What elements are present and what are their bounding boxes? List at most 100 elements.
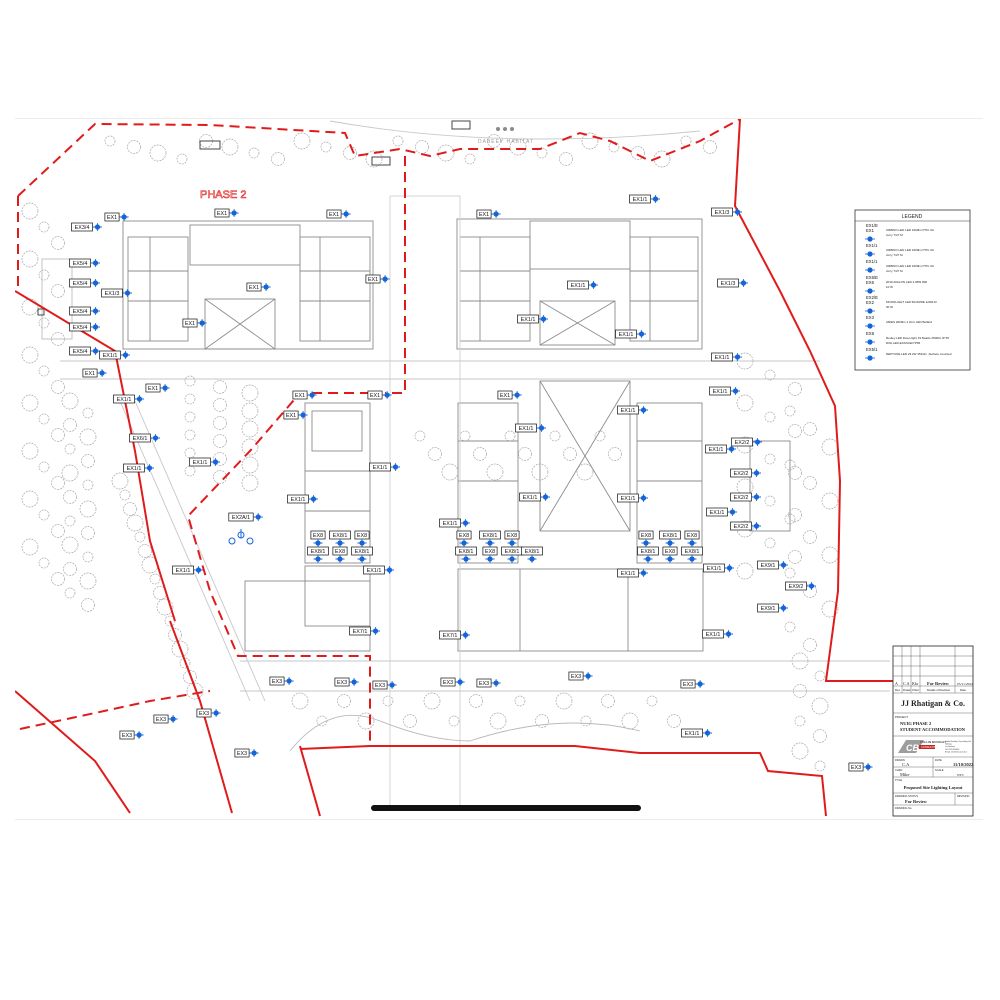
fixture-tag[interactable]: EX1/1 — [369, 462, 401, 472]
fixture-tag[interactable]: EX8 — [638, 530, 654, 547]
fixture-tag[interactable]: EX3 — [476, 678, 501, 688]
fixture-tag[interactable]: EX3 — [119, 730, 144, 740]
fixture-tag[interactable]: EX1/3 — [101, 288, 133, 298]
fixture-tag[interactable]: EX8/1 — [501, 546, 523, 563]
fixture-tag[interactable]: EX1 — [476, 209, 501, 219]
fixture-tag[interactable]: EX1/1 — [363, 565, 395, 575]
fixture-tag[interactable]: EX8/1 — [455, 546, 477, 563]
fixture-tag[interactable]: EX8/1 — [351, 546, 373, 563]
fixture-tag[interactable]: EX8 — [456, 530, 472, 547]
fixture-tag[interactable]: EX8 — [310, 530, 326, 547]
fixture-tag[interactable]: EX9/2 — [785, 581, 817, 591]
fixture-tag[interactable]: EX7/1 — [439, 630, 471, 640]
site-lighting-plan[interactable]: PHASE 2 DABEEY HABITAT EX1EX1EX1EX1EX1/1… — [14, 118, 983, 819]
fixture-tag[interactable]: EX8/1 — [329, 530, 351, 547]
fixture-tag[interactable]: EX1/1 — [517, 314, 549, 324]
fixture-tag[interactable]: EX6/1 — [129, 433, 161, 443]
fixture-tag[interactable]: EX1 — [214, 208, 239, 218]
fixture-tag[interactable]: EX8 — [662, 546, 678, 563]
fixture-tag[interactable]: EX1/1 — [99, 350, 131, 360]
fixture-tag[interactable]: EX1 — [326, 209, 351, 219]
fixture-tag[interactable]: EX3 — [680, 679, 705, 689]
fixture-tag[interactable]: EX5/4 — [69, 258, 101, 268]
fixture-tag[interactable]: EX1/1 — [703, 563, 735, 573]
fixture-tag[interactable]: EX1/1 — [702, 629, 734, 639]
light-fitting-icon — [724, 630, 733, 638]
fixture-tag[interactable]: EX9/1 — [757, 603, 789, 613]
fixture-tag[interactable]: EX8/1 — [681, 546, 703, 563]
fixture-tag[interactable]: EX7/1 — [349, 626, 381, 636]
horizontal-scrollbar[interactable] — [371, 805, 641, 811]
fixture-tag[interactable]: EX1 — [104, 212, 129, 222]
fixture-tag[interactable]: EX1/1 — [567, 280, 599, 290]
fixture-tag[interactable]: EX1/1 — [515, 423, 547, 433]
fixture-tag[interactable]: EX1/1 — [617, 568, 649, 578]
light-fitting-icon — [313, 555, 323, 563]
fixture-tag[interactable]: EX2/2 — [731, 437, 763, 447]
tree-icon — [213, 434, 227, 448]
fixture-tag[interactable]: EX8 — [504, 530, 520, 547]
fixture-tag[interactable]: EX5/4 — [69, 322, 101, 332]
fixture-tag[interactable]: EX1/1 — [709, 386, 741, 396]
fixture-tag[interactable]: EX8/1 — [307, 546, 329, 563]
fixture-tag[interactable]: EX5/4 — [69, 306, 101, 316]
fixture-tag[interactable]: EX8 — [684, 530, 700, 547]
fixture-tag[interactable]: EX1/1 — [439, 518, 471, 528]
fixture-tag[interactable]: EX8 — [482, 546, 498, 563]
tree-icon — [51, 380, 65, 394]
fixture-tag[interactable]: EX1/1 — [113, 394, 145, 404]
fixture-tag[interactable]: EX1/1 — [617, 493, 649, 503]
fixture-tag[interactable]: EX3 — [568, 671, 593, 681]
fixture-tag[interactable]: EX1/3 — [711, 207, 743, 217]
fixture-tag[interactable]: EX9/1 — [757, 560, 789, 570]
fixture-tag[interactable]: EX3 — [234, 748, 259, 758]
fixture-tag[interactable]: EX1/1 — [519, 492, 551, 502]
fixture-tag[interactable]: EX3 — [440, 677, 465, 687]
revision-header: Drawn — [903, 688, 912, 692]
fixture-tag[interactable]: EX1 — [145, 383, 170, 393]
fixture-tag[interactable]: EX1 — [497, 390, 522, 400]
fixture-tag[interactable]: EX1 — [292, 390, 317, 400]
fixture-tag[interactable]: EX8 — [354, 530, 370, 547]
light-fitting-icon — [527, 555, 537, 563]
fixture-tag[interactable]: EX5/4 — [69, 278, 101, 288]
fixture-tag[interactable]: EX1 — [367, 390, 392, 400]
fixture-tag[interactable]: EX1/1 — [189, 457, 221, 467]
fixture-tag[interactable]: EX1/1 — [172, 565, 204, 575]
fixture-tag[interactable]: EX1/1 — [615, 329, 647, 339]
fixture-tag[interactable]: EX2/2 — [730, 521, 762, 531]
light-fitting-icon — [639, 494, 648, 502]
fixture-tag[interactable]: EX1/1 — [629, 194, 661, 204]
fixture-tag[interactable]: EX1 — [365, 274, 390, 284]
fixture-tag[interactable]: EX3/4 — [71, 222, 103, 232]
fixture-tag[interactable]: EX1/1 — [123, 463, 155, 473]
fixture-tag[interactable]: EX3 — [269, 676, 294, 686]
fixture-tag[interactable]: EX1/1 — [287, 494, 319, 504]
fixture-tag[interactable]: EX2A/1 — [228, 512, 263, 522]
fixture-tag[interactable]: EX1/1 — [711, 352, 743, 362]
fixture-tag[interactable]: EX1/3 — [717, 278, 749, 288]
fixture-tag[interactable]: EX5/4 — [69, 346, 101, 356]
fixture-tag[interactable]: EX3 — [334, 677, 359, 687]
fixture-tag[interactable]: EX3 — [848, 762, 873, 772]
fixture-tag[interactable]: EX1 — [246, 282, 271, 292]
fixture-tag[interactable]: EX8/1 — [659, 530, 681, 547]
fixture-tag[interactable]: EX1/1 — [706, 507, 738, 517]
fixture-tag[interactable]: EX3 — [372, 680, 397, 690]
fixture-tag[interactable]: EX2/2 — [730, 492, 762, 502]
fixture-tag[interactable]: EX2/2 — [730, 468, 762, 478]
fixture-tag[interactable]: EX8 — [332, 546, 348, 563]
tree-icon — [79, 500, 97, 518]
fixture-tag[interactable]: EX1 — [182, 318, 207, 328]
fixture-tag[interactable]: EX1/1 — [681, 728, 713, 738]
fixture-tag[interactable]: EX1 — [283, 410, 308, 420]
fixture-tag[interactable]: EX8/1 — [521, 546, 543, 563]
fixture-tag[interactable]: EX3 — [196, 708, 221, 718]
fixture-tag[interactable]: EX3 — [153, 714, 178, 724]
fixture-tag[interactable]: EX1/1 — [617, 405, 649, 415]
fixture-tag[interactable]: EX8/1 — [479, 530, 501, 547]
fixture-tag[interactable]: EX1/1 — [705, 444, 737, 454]
fixture-tag[interactable]: EX8/1 — [637, 546, 659, 563]
fixture-tag[interactable]: EX1 — [82, 368, 107, 378]
